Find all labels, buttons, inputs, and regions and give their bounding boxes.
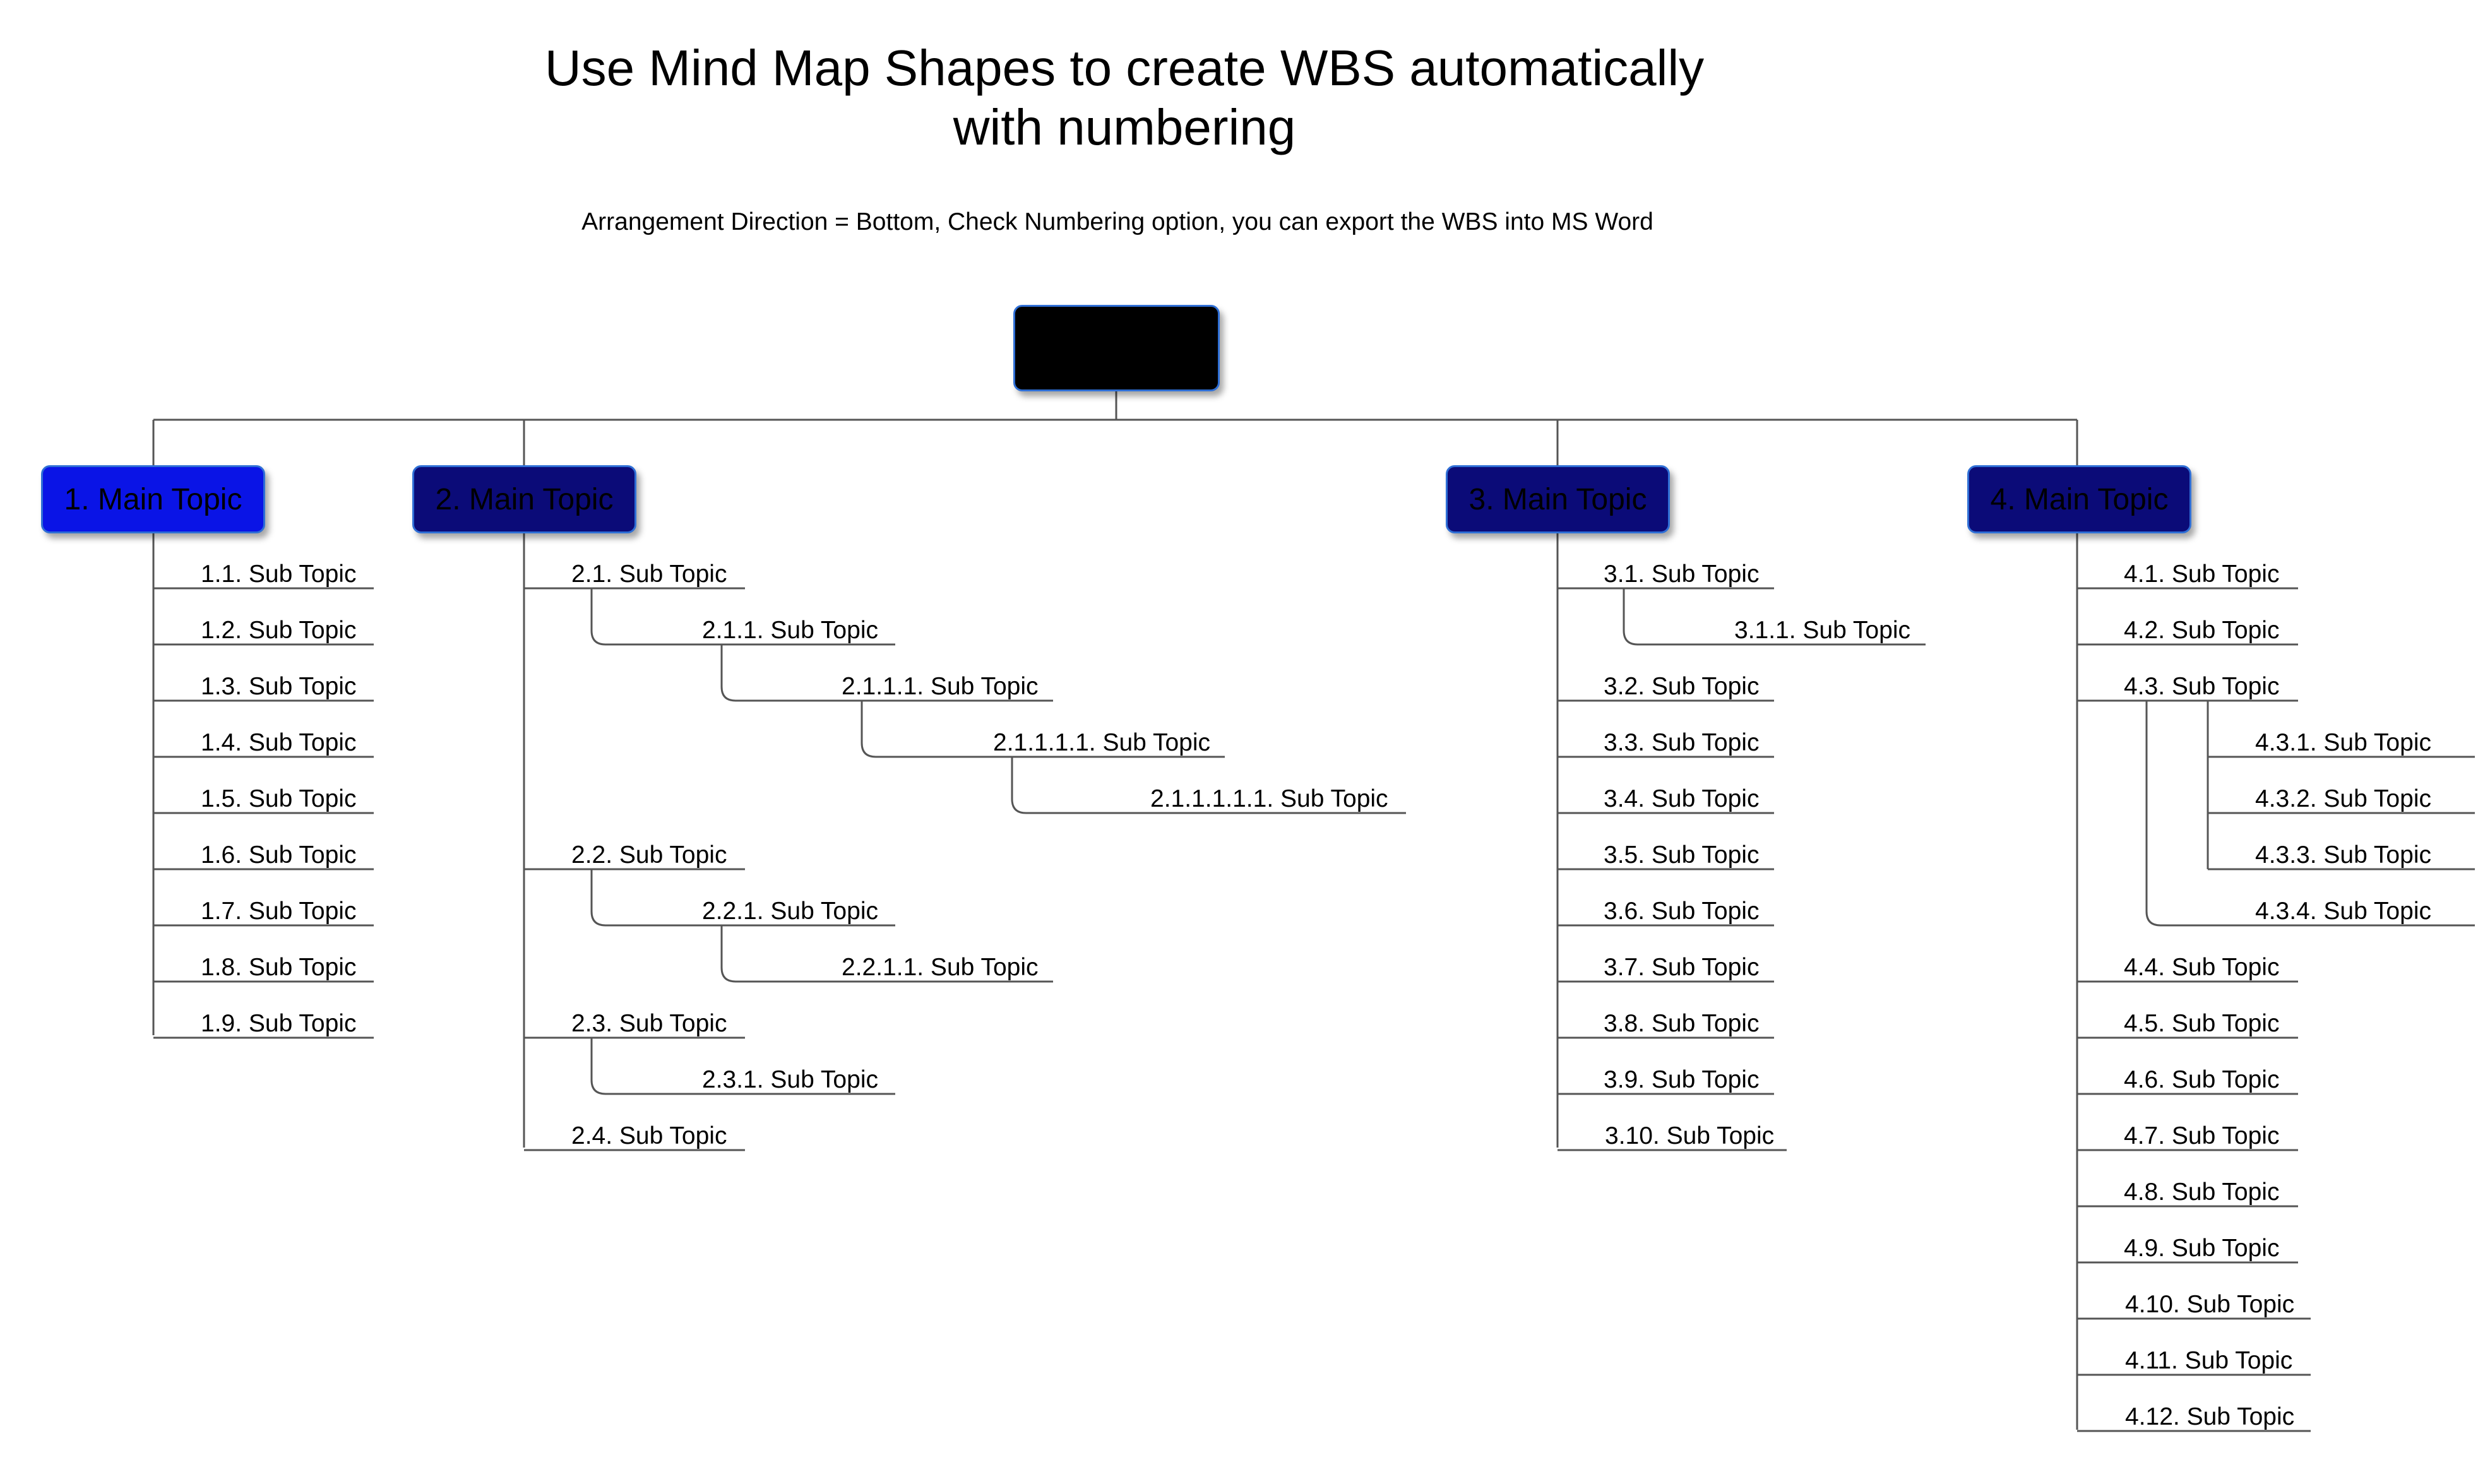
sub-topic-3-1[interactable]: 3.1. Sub Topic — [1604, 561, 1760, 588]
sub-topic-3-9[interactable]: 3.9. Sub Topic — [1604, 1066, 1760, 1093]
connector-2-1-1 — [590, 588, 895, 646]
sub-topic-2-3-1[interactable]: 2.3.1. Sub Topic — [702, 1066, 878, 1093]
sub-topic-1-5[interactable]: 1.5. Sub Topic — [201, 785, 357, 812]
sub-topic-4-11[interactable]: 4.11. Sub Topic — [2125, 1347, 2293, 1374]
sub-topic-3-6[interactable]: 3.6. Sub Topic — [1604, 898, 1760, 925]
connector-3-1-1 — [1623, 588, 1926, 646]
sub-topic-2-3[interactable]: 2.3. Sub Topic — [571, 1010, 727, 1037]
sub-topic-4-1[interactable]: 4.1. Sub Topic — [2124, 561, 2280, 588]
page-subtitle: Arrangement Direction = Bottom, Check Nu… — [581, 208, 1653, 235]
connector-2-1-1-1-1-1 — [1011, 757, 1406, 814]
sub-topic-2-1-1[interactable]: 2.1.1. Sub Topic — [702, 617, 878, 644]
connector-2-2-1 — [590, 869, 895, 927]
sub-topic-2-2-1[interactable]: 2.2.1. Sub Topic — [702, 898, 878, 925]
sub-topic-4-10[interactable]: 4.10. Sub Topic — [2125, 1291, 2295, 1318]
sub-topic-3-8[interactable]: 3.8. Sub Topic — [1604, 1010, 1760, 1037]
sub-topic-3-10[interactable]: 3.10. Sub Topic — [1605, 1122, 1775, 1149]
sub-topic-4-8[interactable]: 4.8. Sub Topic — [2124, 1178, 2280, 1206]
connector-2-1-1-1 — [720, 644, 1053, 702]
sub-topic-1-2[interactable]: 1.2. Sub Topic — [201, 617, 357, 644]
sub-topic-4-3[interactable]: 4.3. Sub Topic — [2124, 673, 2280, 700]
page-title-line-1: Use Mind Map Shapes to create WBS automa… — [544, 40, 1705, 96]
sub-topic-2-4[interactable]: 2.4. Sub Topic — [571, 1122, 727, 1149]
root-topic-node[interactable] — [1013, 305, 1220, 391]
connector-4-3-4 — [2145, 911, 2475, 927]
connector-2-3-1 — [590, 1038, 895, 1095]
sub-topic-4-6[interactable]: 4.6. Sub Topic — [2124, 1066, 2280, 1093]
sub-topic-4-5[interactable]: 4.5. Sub Topic — [2124, 1010, 2280, 1037]
main-topic-3[interactable]: 3. Main Topic — [1446, 465, 1670, 533]
sub-topic-3-1-1[interactable]: 3.1.1. Sub Topic — [1734, 617, 1910, 644]
sub-topic-4-12[interactable]: 4.12. Sub Topic — [2125, 1403, 2295, 1430]
main-topic-4[interactable]: 4. Main Topic — [1967, 465, 2191, 533]
page-title-line-2: with numbering — [953, 99, 1296, 155]
connector-2-2-1-1 — [720, 925, 1053, 983]
sub-topic-2-1-1-1[interactable]: 2.1.1.1. Sub Topic — [842, 673, 1039, 700]
sub-topic-1-1[interactable]: 1.1. Sub Topic — [201, 561, 357, 588]
sub-topic-3-3[interactable]: 3.3. Sub Topic — [1604, 729, 1760, 756]
main-topic-1[interactable]: 1. Main Topic — [41, 465, 265, 533]
sub-topic-1-7[interactable]: 1.7. Sub Topic — [201, 898, 357, 925]
sub-topic-2-1[interactable]: 2.1. Sub Topic — [571, 561, 727, 588]
sub-topic-1-4[interactable]: 1.4. Sub Topic — [201, 729, 357, 756]
sub-topic-3-2[interactable]: 3.2. Sub Topic — [1604, 673, 1760, 700]
sub-topic-1-3[interactable]: 1.3. Sub Topic — [201, 673, 357, 700]
sub-topic-2-1-1-1-1[interactable]: 2.1.1.1.1. Sub Topic — [993, 729, 1211, 756]
sub-topic-3-4[interactable]: 3.4. Sub Topic — [1604, 785, 1760, 812]
sub-topic-4-3-2[interactable]: 4.3.2. Sub Topic — [2255, 785, 2431, 812]
sub-topic-3-7[interactable]: 3.7. Sub Topic — [1604, 954, 1760, 981]
sub-topic-4-2[interactable]: 4.2. Sub Topic — [2124, 617, 2280, 644]
sub-topic-3-5[interactable]: 3.5. Sub Topic — [1604, 841, 1760, 869]
connector-2-1-1-1-1 — [861, 701, 1225, 758]
sub-topic-1-8[interactable]: 1.8. Sub Topic — [201, 954, 357, 981]
sub-topic-1-9[interactable]: 1.9. Sub Topic — [201, 1010, 357, 1037]
sub-topic-4-4[interactable]: 4.4. Sub Topic — [2124, 954, 2280, 981]
sub-topic-4-7[interactable]: 4.7. Sub Topic — [2124, 1122, 2280, 1149]
sub-topic-1-6[interactable]: 1.6. Sub Topic — [201, 841, 357, 869]
sub-topic-2-1-1-1-1-1[interactable]: 2.1.1.1.1.1. Sub Topic — [1150, 785, 1388, 812]
sub-topic-4-3-3[interactable]: 4.3.3. Sub Topic — [2255, 841, 2431, 869]
sub-topic-4-3-1[interactable]: 4.3.1. Sub Topic — [2255, 729, 2431, 756]
sub-topic-2-2-1-1[interactable]: 2.2.1.1. Sub Topic — [842, 954, 1039, 981]
sub-topic-4-3-4[interactable]: 4.3.4. Sub Topic — [2255, 898, 2431, 925]
sub-topic-2-2[interactable]: 2.2. Sub Topic — [571, 841, 727, 869]
sub-topic-4-9[interactable]: 4.9. Sub Topic — [2124, 1235, 2280, 1262]
main-topic-2[interactable]: 2. Main Topic — [412, 465, 636, 533]
